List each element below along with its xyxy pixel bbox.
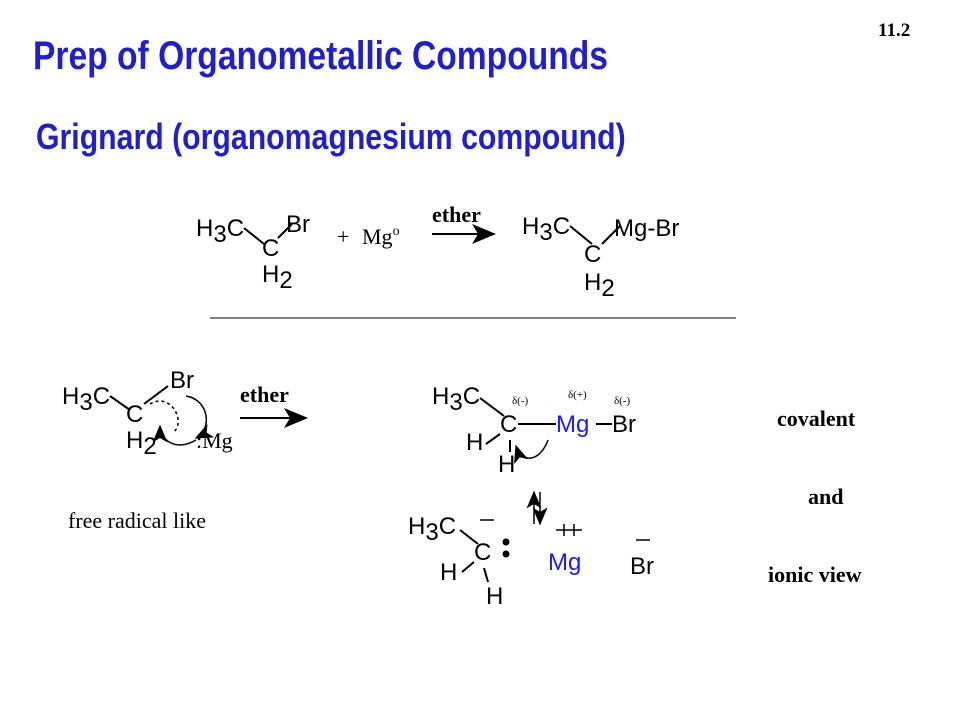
io-c: C (474, 539, 491, 566)
io-mg: Mg (548, 549, 581, 576)
cv-delta-c: δ(-) (512, 395, 529, 407)
io-h3c: H3C (408, 513, 456, 546)
r1-arrow-label: ether (432, 202, 481, 227)
covalent-label: covalent (777, 406, 856, 431)
io-br: Br (630, 553, 654, 580)
r1-mg0: Mgo (362, 224, 400, 249)
slide-number: 11.2 (878, 20, 911, 41)
m-mg: :Mg (196, 428, 233, 453)
r1-br: Br (286, 211, 310, 238)
ionic-structure: H3C C H H Mg Br (408, 490, 654, 610)
r1-c: C (262, 235, 279, 262)
r1p-h2: H2 (584, 269, 615, 302)
covalent-structure: H3C C H H Mg Br δ(-) δ(+) δ(-) (432, 383, 636, 478)
ionic-view-label: ionic view (768, 562, 862, 587)
m-br: Br (170, 367, 194, 394)
and-label: and (808, 484, 844, 509)
cv-h-left: H (466, 429, 483, 456)
cv-h3c: H3C (432, 383, 480, 416)
cv-delta-br: δ(-) (614, 395, 631, 407)
r1-h2: H2 (262, 261, 293, 294)
m-h2: H2 (126, 427, 157, 460)
m-arrow-label: ether (240, 382, 289, 407)
mechanism-reactant: H3C C Br H2 :Mg ether (62, 367, 308, 460)
r1p-c: C (584, 241, 601, 268)
r1-plus: + (337, 224, 349, 249)
cv-h-bottom: H (498, 451, 515, 478)
cv-c: C (500, 411, 517, 438)
page-title: Prep of Organometallic Compounds (33, 34, 608, 78)
r1p-h3c: H3C (522, 213, 570, 246)
reaction-1: H3C C Br H2 + Mgo ether H3C C Mg-Br H2 (196, 202, 679, 302)
m-c: C (126, 401, 143, 428)
free-radical-caption: free radical like (68, 508, 207, 533)
io-h-left: H (440, 559, 457, 586)
cv-delta-mg: δ(+) (568, 389, 587, 401)
m-h3c: H3C (62, 383, 110, 416)
r1-h3c: H3C (196, 215, 244, 248)
cv-mg: Mg (556, 411, 589, 438)
page-subtitle: Grignard (organomagnesium compound) (36, 116, 626, 157)
io-h-bottom: H (486, 583, 503, 610)
cv-br: Br (612, 411, 636, 438)
r1p-mgbr: Mg-Br (614, 215, 679, 242)
